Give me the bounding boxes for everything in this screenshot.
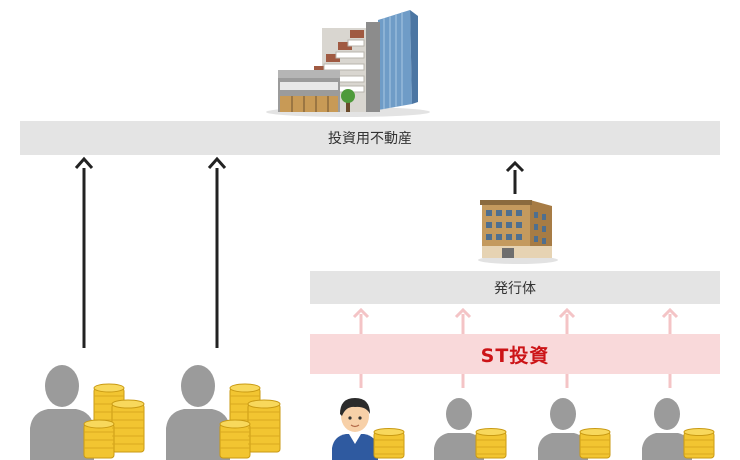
arrow-up-icon bbox=[207, 156, 227, 348]
person-icon bbox=[642, 396, 694, 460]
person-icon bbox=[30, 362, 100, 460]
person-icon bbox=[166, 362, 236, 460]
person-icon bbox=[330, 396, 382, 460]
investment-property-bar: 投資用不動産 bbox=[20, 121, 720, 155]
coin-stack-icon bbox=[474, 428, 510, 460]
st-investment-bar: ST投資 bbox=[310, 334, 720, 374]
investment-property-building-icon bbox=[262, 6, 432, 118]
issuer-label: 発行体 bbox=[494, 280, 536, 297]
coin-stack-icon bbox=[218, 380, 288, 460]
office-building-icon bbox=[474, 196, 560, 264]
coin-stack-icon bbox=[372, 428, 408, 460]
coin-stack-icon bbox=[682, 428, 718, 460]
coin-stack-icon bbox=[578, 428, 614, 460]
arrow-up-icon bbox=[74, 156, 94, 348]
investment-property-label: 投資用不動産 bbox=[328, 131, 412, 147]
issuer-bar: 発行体 bbox=[310, 271, 720, 304]
arrow-up-icon bbox=[505, 160, 525, 194]
coin-stack-icon bbox=[82, 380, 152, 460]
st-investment-label: ST投資 bbox=[480, 344, 550, 367]
person-icon bbox=[434, 396, 486, 460]
person-icon bbox=[538, 396, 590, 460]
